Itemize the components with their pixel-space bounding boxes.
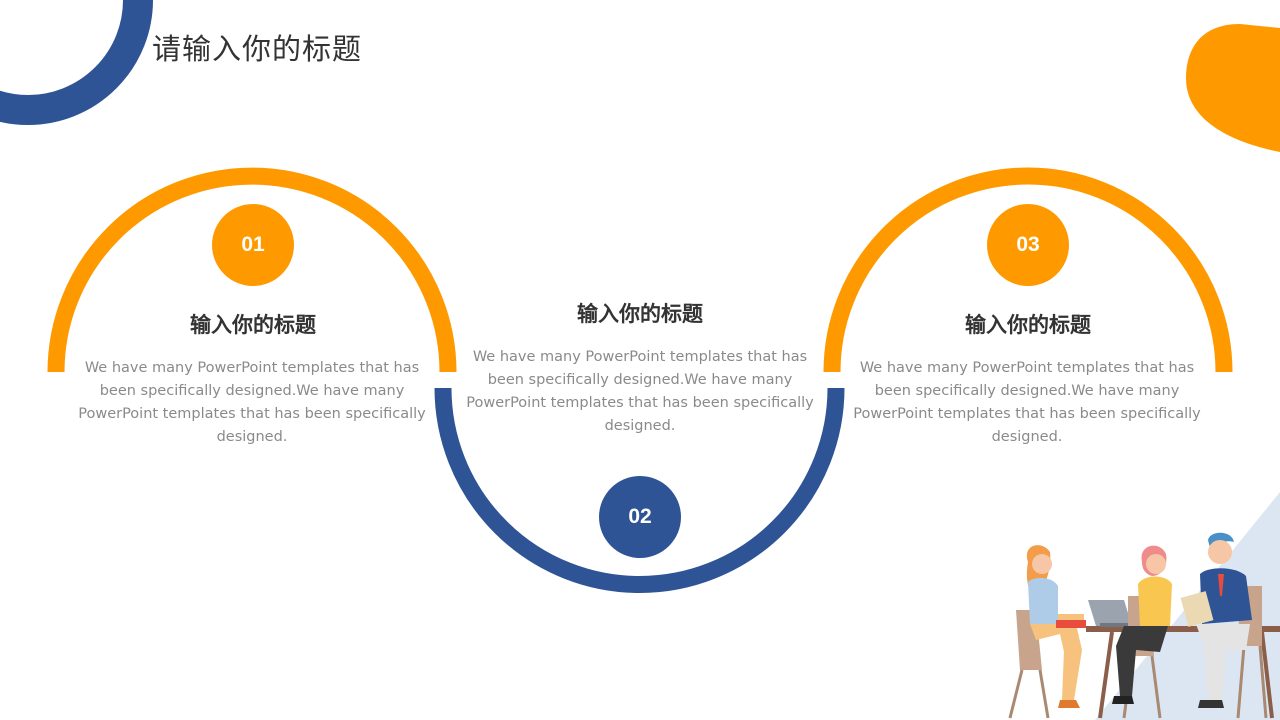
page-title: 请输入你的标题 — [152, 32, 363, 66]
notebook-icon — [1056, 620, 1086, 628]
arc-02 — [434, 387, 845, 593]
item-title-01: 输入你的标题 — [190, 313, 316, 337]
badge-number: 01 — [241, 233, 265, 256]
corner-blob-shape — [1186, 24, 1280, 152]
item-description-01: We have many PowerPoint templates that h… — [78, 360, 426, 445]
arc-01 — [47, 167, 457, 373]
badge-number: 02 — [628, 505, 652, 528]
badge-number: 03 — [1016, 233, 1040, 256]
item-title-02: 输入你的标题 — [577, 302, 703, 326]
table-top-shape — [1086, 626, 1280, 632]
arc-03 — [823, 167, 1233, 373]
office-meeting-illustration — [1008, 532, 1280, 719]
number-badge-03: 03 — [987, 204, 1069, 286]
document-icon — [1180, 591, 1214, 627]
item-description-02: We have many PowerPoint templates that h… — [466, 349, 814, 434]
corner-ring-shape — [0, 0, 153, 125]
number-badge-01: 01 — [212, 204, 294, 286]
laptop-icon — [1088, 600, 1132, 626]
item-description-03: We have many PowerPoint templates that h… — [853, 360, 1201, 445]
number-badge-02: 02 — [599, 476, 681, 558]
item-title-03: 输入你的标题 — [965, 313, 1091, 337]
